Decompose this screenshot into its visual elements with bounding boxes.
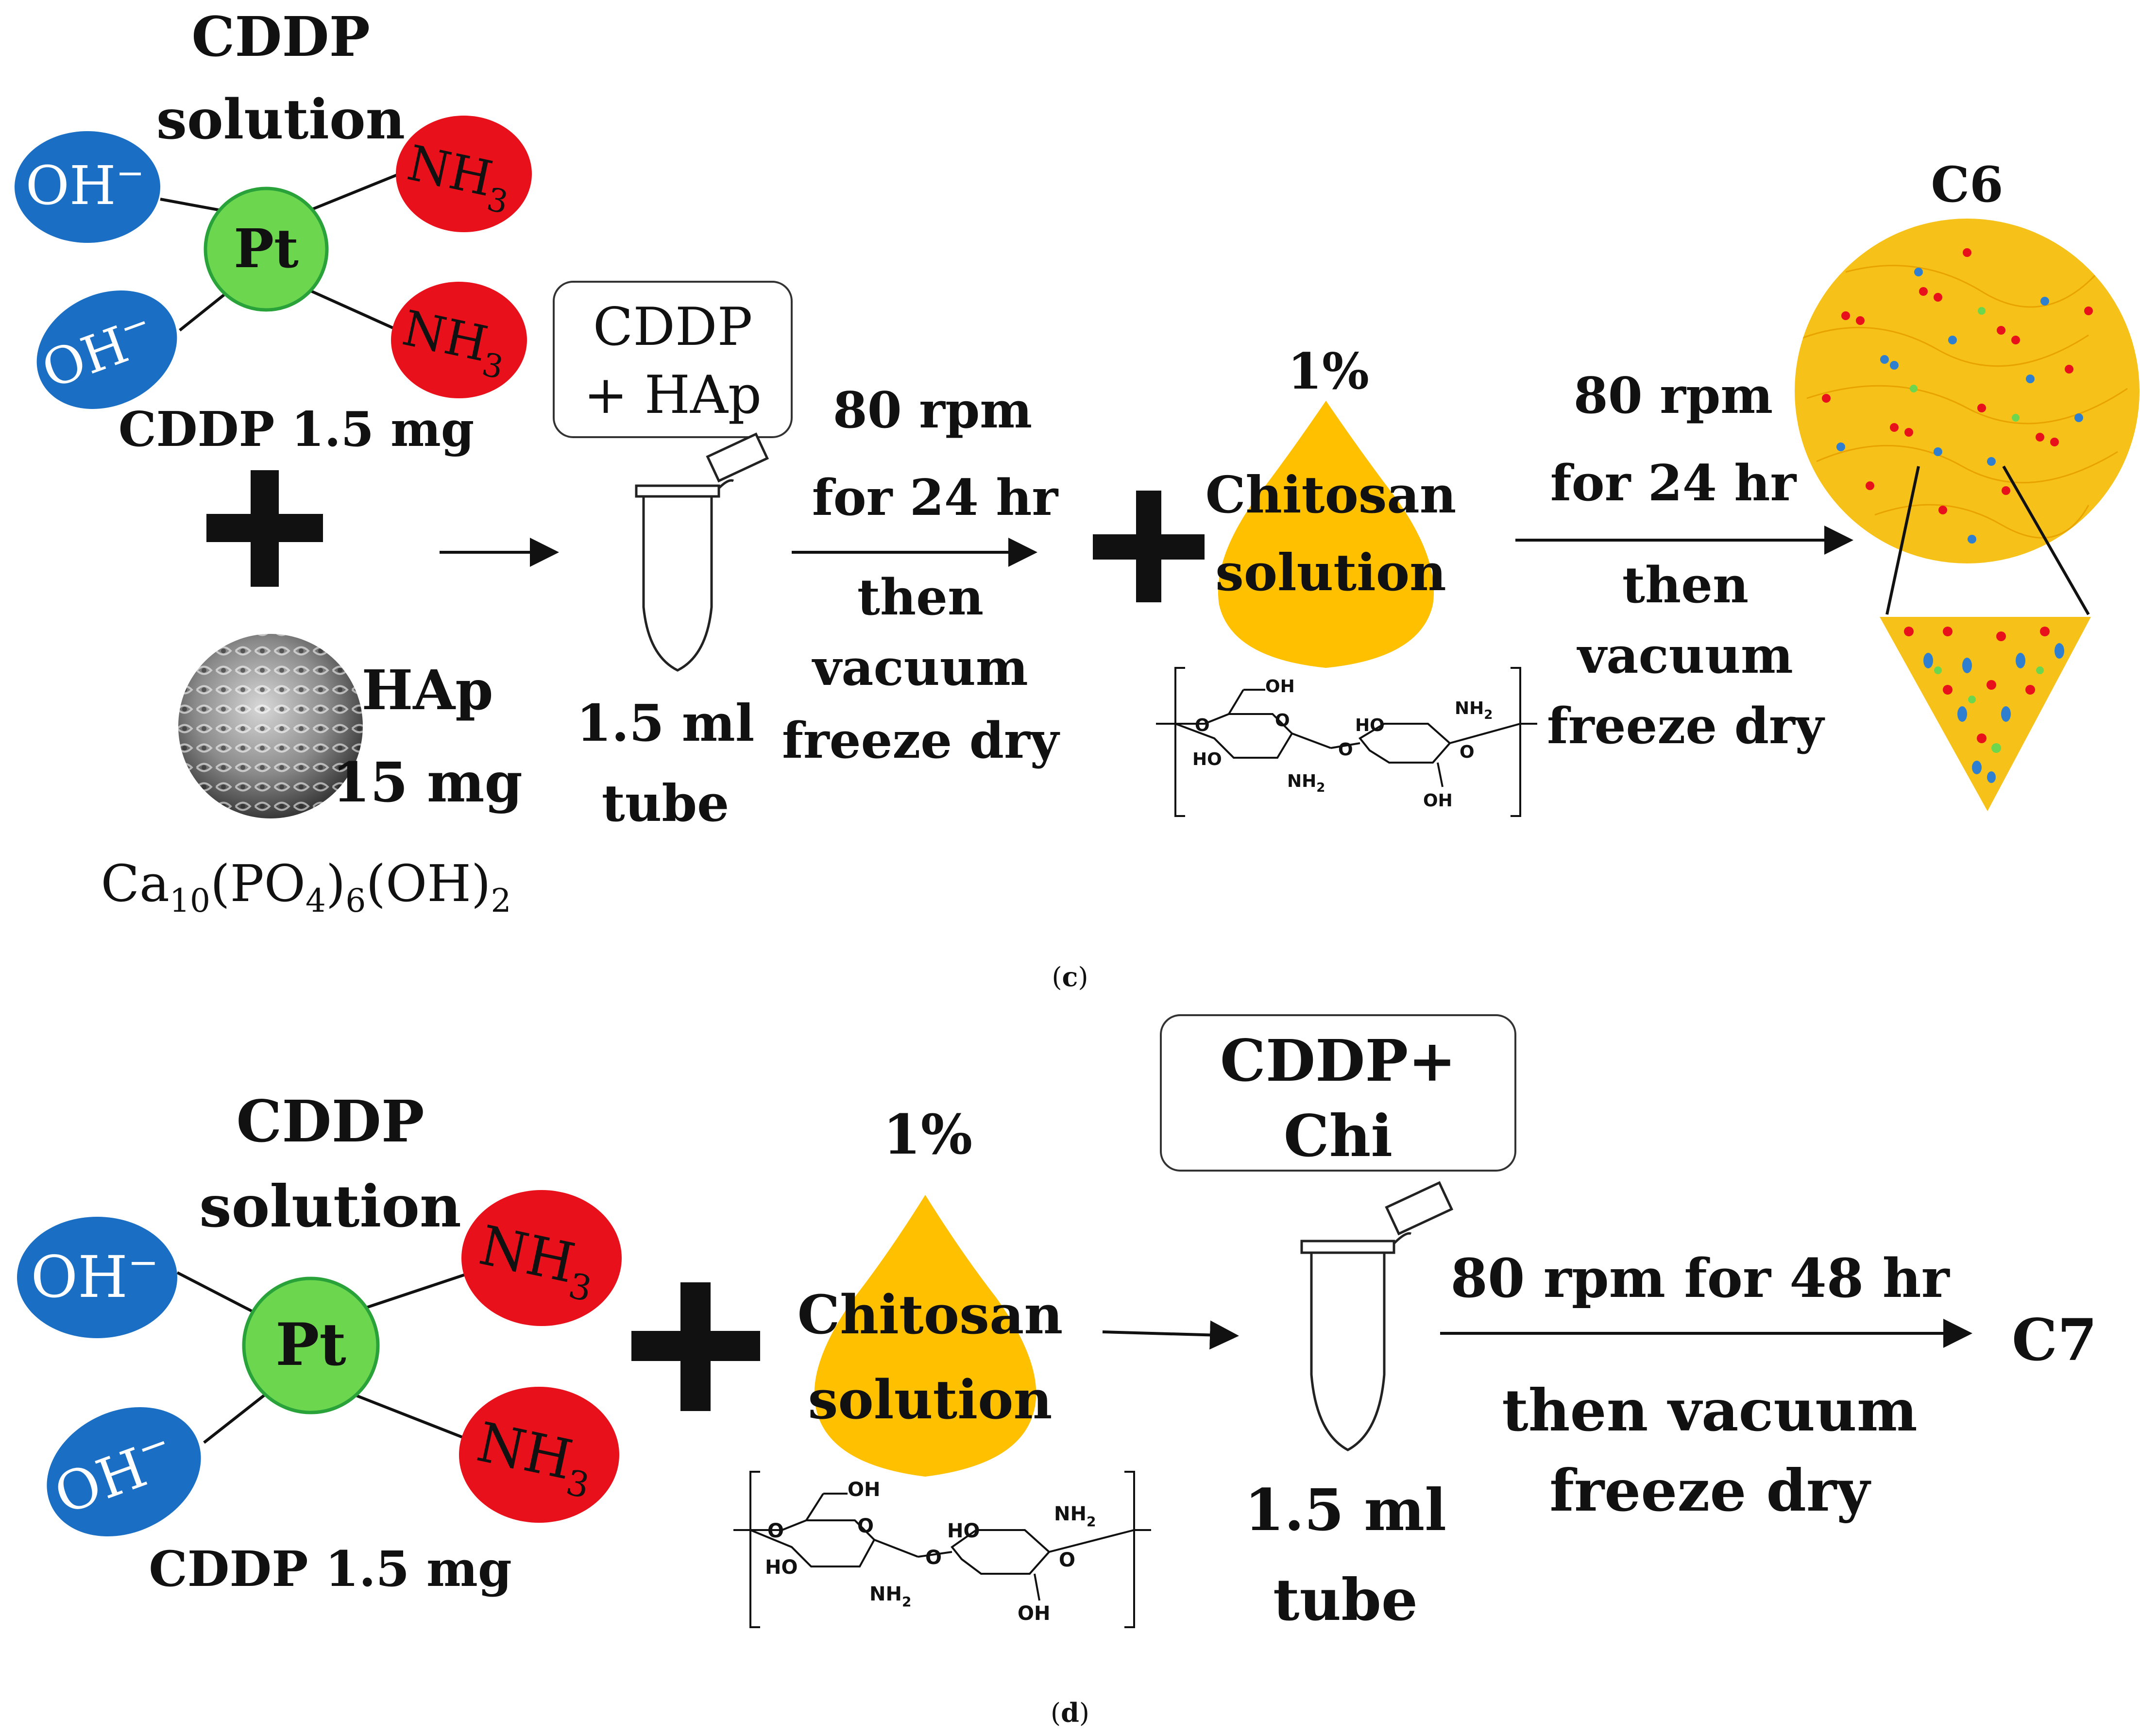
ammonia-ion-lower-d [459,1387,619,1523]
svg-text:OH−: OH− [31,1241,158,1311]
cddp-mass-label-c: CDDP 1.5 mg [119,402,475,458]
step2-duration-c: for 24 hr [1550,454,1797,512]
svg-text:NH2: NH2 [1455,698,1493,722]
chitosan-label-line2-d: solution [808,1368,1052,1431]
step-speed-duration-d: 80 rpm for 48 hr [1450,1247,1950,1310]
cddp-solution-title-line2-d: solution [199,1173,461,1240]
chitosan-percent-d: 1% [883,1103,972,1167]
microcentrifuge-tube-d [1300,1181,1454,1451]
svg-text:O: O [1195,715,1210,735]
step1-freeze-dry-c: freeze dry [782,712,1060,770]
hydroxide-ion-upper [15,131,160,243]
microcentrifuge-tube-c [635,432,769,672]
svg-text:NH2: NH2 [1287,771,1325,795]
ammonia-ion-upper-d [461,1190,622,1326]
svg-text:OH: OH [848,1479,880,1501]
svg-text:HO: HO [1192,749,1222,769]
tube-label-line1-d: 1.5 ml [1244,1476,1446,1544]
plus-sign-d [631,1282,760,1411]
tube-label-line2-d: tube [1273,1566,1418,1634]
plus-sign-c1 [206,470,323,587]
platinum-atom [205,188,327,310]
plus-sign-c2 [1093,491,1205,602]
cddp-solution-title-line1-d: CDDP [236,1088,424,1155]
cddp-solution-title-line2: solution [156,88,405,152]
ammonia-ion-lower [391,282,527,398]
caption-c: (c) [1052,961,1088,992]
hydroxide-ion-lower-d [47,1407,201,1537]
step2-vacuum-c: vacuum [1577,627,1793,685]
step1-speed-c: 80 rpm [833,381,1032,440]
chitosan-structure-labels-d: OH O O HO NH2 O HO NH2 O OH [765,1479,1096,1625]
step2-freeze-dry-c: freeze dry [1547,697,1825,755]
svg-text:CDDP+: CDDP+ [1220,1027,1456,1094]
chitosan-drop-c [1218,401,1434,668]
step2-then-c: then [1622,556,1749,614]
chitosan-label-line1-c: Chitosan [1206,465,1457,525]
svg-text:O: O [1059,1549,1075,1571]
cddp-mass-label-d: CDDP 1.5 mg [149,1540,512,1598]
product-label-c7: C7 [2012,1306,2097,1374]
svg-text:Chi: Chi [1284,1102,1393,1170]
svg-text:O: O [1275,711,1290,731]
caption-d: (d) [1051,1697,1089,1728]
hap-particle-image [178,634,363,818]
panel-c: CDDP solution OH− OH− Pt NH3 NH3 CDDP 1.… [15,5,2140,992]
hap-formula: Ca10(PO4)6(OH)2 [101,854,511,919]
chitosan-drop-d [814,1195,1036,1477]
hap-mass-label: 15 mg [332,751,523,815]
step1-then-c: then [857,568,984,627]
svg-text:OH: OH [1265,677,1295,697]
step-then-vacuum-d: then vacuum [1502,1377,1918,1444]
svg-text:OH: OH [1423,791,1453,811]
cddp-chi-label-box [1160,1014,1516,1172]
svg-text:CDDP: CDDP [593,297,752,357]
hydroxide-ion-lower [36,290,177,409]
svg-text:OH: OH [1018,1602,1050,1625]
cddp-hap-label-box [553,281,793,438]
hap-label: HAp [361,659,493,722]
platinum-atom-d [244,1278,378,1413]
tube-label-line2-c: tube [602,773,730,833]
chitosan-structure-c [1156,667,1537,817]
svg-text:OH−: OH− [26,153,145,217]
c6-nanoparticle [1795,219,2140,811]
step2-speed-c: 80 rpm [1574,367,1773,425]
chitosan-label-line2-c: solution [1215,543,1446,602]
chitosan-structure-d [733,1471,1151,1628]
platinum-label: Pt [234,217,299,280]
product-label-c6: C6 [1931,156,2003,213]
svg-text:NH2: NH2 [869,1583,911,1610]
svg-text:+ HAp: + HAp [584,365,762,425]
arrow-to-tube-d [1102,1320,1239,1350]
svg-text:O: O [925,1547,942,1569]
tube-label-line1-c: 1.5 ml [577,693,755,753]
hydroxide-ion-upper-d [17,1217,177,1338]
svg-text:O: O [1460,742,1475,762]
step1-vacuum-c: vacuum [812,639,1028,697]
svg-text:HO: HO [1355,715,1385,735]
cisplatin-molecule-c: OH− OH− Pt NH3 NH3 [15,116,532,409]
chitosan-label-line1-d: Chitosan [798,1283,1063,1346]
svg-text:O: O [767,1520,784,1542]
ammonia-ion-upper [396,116,532,232]
panel-d: CDDP solution OH− OH− Pt NH3 NH3 CDDP 1.… [17,1014,2097,1728]
cisplatin-molecule-d: OH− OH− Pt NH3 NH3 [17,1190,622,1537]
cddp-solution-title-line1: CDDP [191,5,370,69]
platinum-label-d: Pt [275,1311,346,1379]
svg-text:NH2: NH2 [1054,1503,1096,1530]
svg-text:HO: HO [765,1556,798,1579]
svg-text:O: O [1338,740,1353,760]
step-freeze-dry-d: freeze dry [1549,1457,1871,1524]
svg-text:HO: HO [947,1520,980,1542]
svg-text:O: O [857,1515,874,1537]
chitosan-percent-c: 1% [1288,342,1369,401]
chitosan-structure-labels-c: OH O O HO NH2 O HO NH2 O OH [1192,677,1493,811]
step1-duration-c: for 24 hr [812,469,1059,527]
